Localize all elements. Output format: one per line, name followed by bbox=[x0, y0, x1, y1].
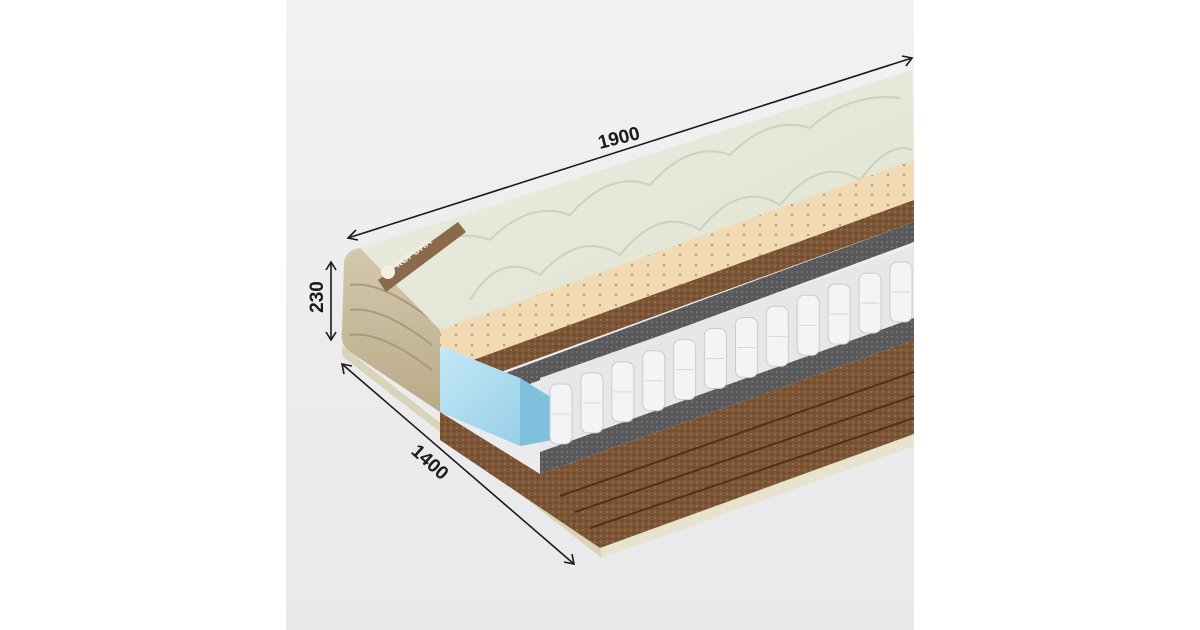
length-dimension-line bbox=[347, 57, 913, 239]
brand-logo-icon bbox=[381, 265, 395, 279]
coir-layer-bottom bbox=[440, 340, 914, 548]
felt-layer-top bbox=[470, 222, 914, 406]
latex-layer bbox=[440, 160, 914, 372]
felt-layer-bottom bbox=[540, 318, 914, 474]
height-label: 230 bbox=[306, 281, 328, 313]
width-dimension-line bbox=[341, 363, 575, 565]
pocket-springs bbox=[549, 261, 913, 445]
dimension-lines bbox=[325, 55, 914, 566]
coir-layer-top bbox=[440, 200, 914, 394]
